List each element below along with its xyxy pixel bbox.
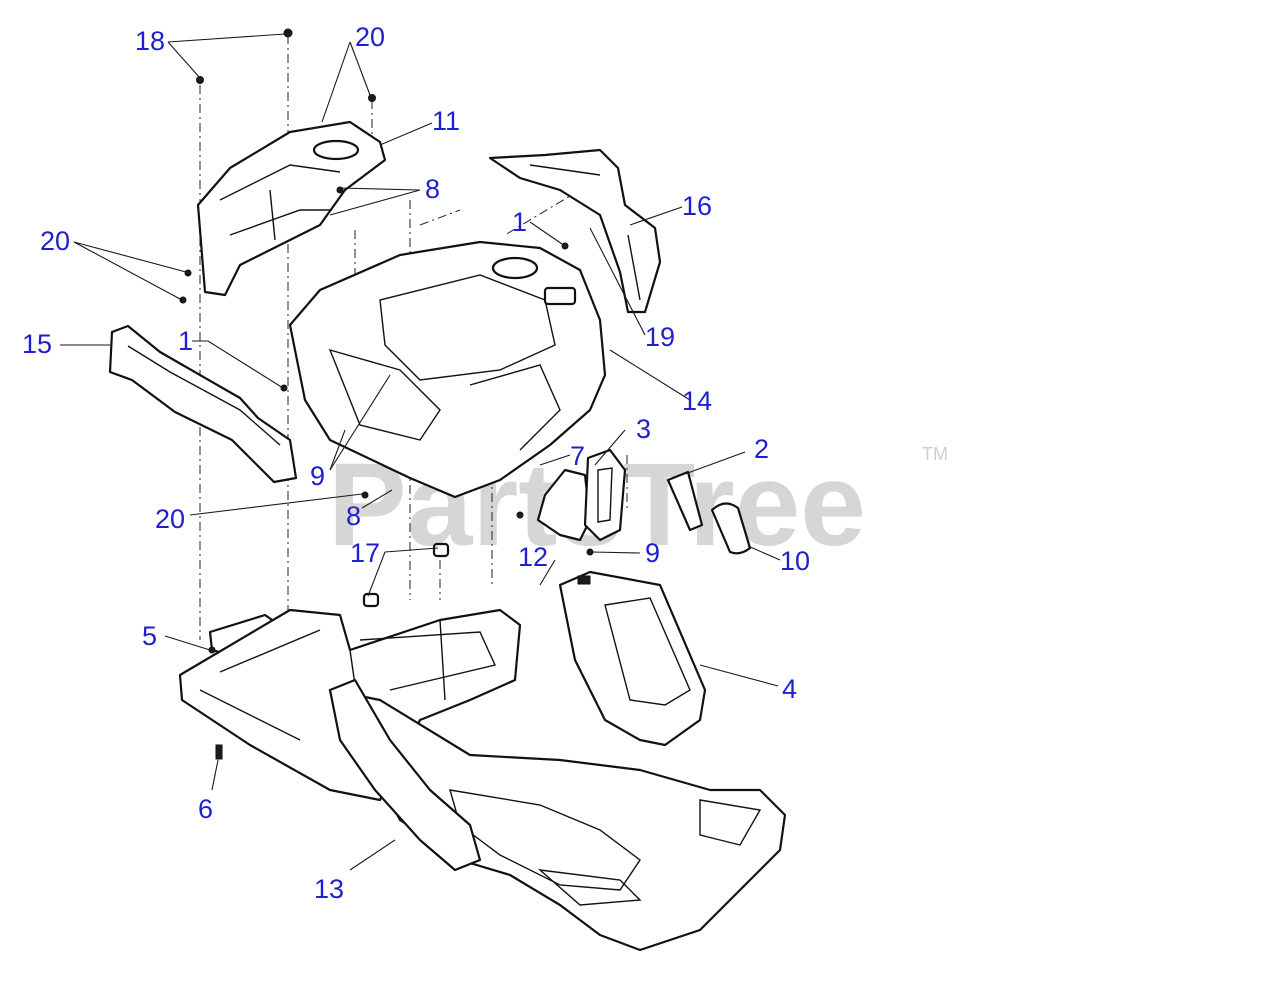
callout-20[interactable]: 20 (40, 226, 70, 256)
callout-6[interactable]: 6 (198, 794, 213, 824)
part-left-trim[interactable] (108, 324, 298, 484)
leader-lines (60, 33, 781, 871)
callout-1[interactable]: 1 (178, 326, 193, 356)
part-rear-fender[interactable] (196, 120, 387, 297)
callout-7[interactable]: 7 (570, 441, 585, 471)
part-right-fender[interactable] (488, 148, 662, 314)
callout-18[interactable]: 18 (135, 26, 165, 56)
callout-3[interactable]: 3 (636, 414, 651, 444)
callout-5[interactable]: 5 (142, 621, 157, 651)
callout-1[interactable]: 1 (512, 207, 527, 237)
callout-11[interactable]: 11 (432, 106, 460, 136)
callout-4[interactable]: 4 (782, 674, 797, 704)
callout-13[interactable]: 13 (314, 874, 344, 904)
callout-2[interactable]: 2 (754, 434, 769, 464)
part-dash-cover[interactable] (536, 468, 592, 542)
hardware-fasteners (179, 28, 594, 760)
part-steering-console[interactable] (583, 448, 627, 542)
callout-19[interactable]: 19 (645, 322, 675, 352)
part-main-body[interactable] (288, 240, 607, 499)
callout-16[interactable]: 16 (682, 191, 712, 221)
watermark-trademark: TM (922, 444, 948, 464)
part-handle-grip[interactable] (710, 502, 752, 555)
part-bumpers[interactable] (362, 542, 450, 608)
callout-12[interactable]: 12 (518, 542, 548, 572)
part-bracket[interactable] (666, 470, 704, 532)
part-floor-pan[interactable] (328, 688, 787, 952)
callout-8[interactable]: 8 (425, 174, 440, 204)
callout-20[interactable]: 20 (155, 504, 185, 534)
callout-20[interactable]: 20 (355, 22, 385, 52)
callout-15[interactable]: 15 (22, 329, 52, 359)
callout-10[interactable]: 10 (780, 546, 810, 576)
part-footrest-panel[interactable] (328, 678, 482, 872)
callout-8[interactable]: 8 (346, 501, 361, 531)
callout-labels: 18 20 11 8 20 1 16 15 1 19 14 3 2 7 9 20… (22, 22, 810, 904)
callout-9[interactable]: 9 (310, 461, 325, 491)
callout-14[interactable]: 14 (682, 386, 712, 416)
callout-17[interactable]: 17 (350, 538, 380, 568)
callout-9[interactable]: 9 (645, 538, 660, 568)
part-front-pod[interactable] (558, 570, 707, 747)
